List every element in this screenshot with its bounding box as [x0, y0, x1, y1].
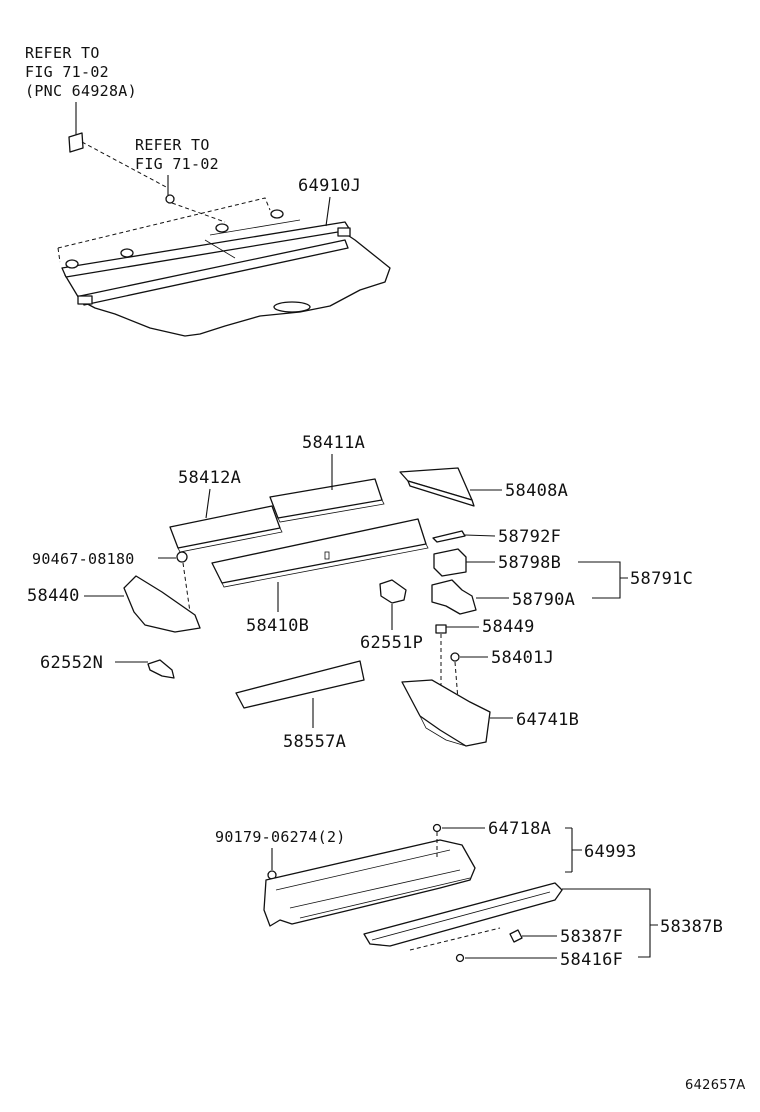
board-58410B-slot — [324, 551, 330, 560]
hook-3 — [215, 223, 229, 233]
tonneau-handle — [273, 301, 311, 313]
diagram-id: 642657A — [685, 1078, 746, 1093]
bracket-64993 — [565, 827, 582, 873]
label-58411A: 58411A — [302, 433, 365, 453]
part-64718A — [432, 823, 442, 833]
part-58440 — [123, 575, 201, 633]
label-58412A: 58412A — [178, 468, 241, 488]
part-58387F — [509, 929, 523, 943]
part-58401J — [450, 652, 460, 662]
reference-1-line3: (PNC 64928A) — [25, 82, 137, 100]
end-cap-left — [77, 295, 93, 305]
part-58387B-dash — [409, 927, 501, 951]
part-58792F — [432, 530, 466, 543]
board-58411A-edge — [277, 499, 385, 523]
mount-dash-outline — [57, 197, 271, 249]
board-58412A — [169, 505, 281, 549]
label-58798B: 58798B — [498, 553, 561, 573]
part-58798B — [433, 548, 467, 577]
clip-shape — [165, 194, 175, 204]
part-64993-ribs — [275, 849, 471, 919]
reference-2-line2: FIG 71-02 — [135, 155, 219, 173]
part-62551P — [379, 579, 407, 604]
part-64741B-edge — [419, 715, 467, 747]
part-58401J-dash — [454, 661, 459, 701]
part-58387B-plate — [363, 882, 563, 947]
board-58412A-edge — [177, 527, 283, 553]
part-64993-panel — [263, 839, 476, 927]
board-58411A — [269, 478, 383, 519]
tonneau-panel-lines — [204, 219, 301, 259]
label-58449: 58449 — [482, 617, 535, 637]
part-58557A — [235, 660, 365, 709]
label-58410B: 58410B — [246, 616, 309, 636]
label-90467-08180: 90467-08180 — [32, 550, 135, 568]
label-58557A: 58557A — [283, 732, 346, 752]
label-58408A: 58408A — [505, 481, 568, 501]
label-58387F: 58387F — [560, 927, 623, 947]
label-62551P: 62551P — [360, 633, 423, 653]
leader-58412A — [205, 488, 211, 519]
label-62552N: 62552N — [40, 653, 103, 673]
leader-58792F — [464, 534, 496, 537]
tonneau-cover-section: REFER TO FIG 71-02 (PNC 64928A) REFER TO… — [25, 44, 391, 337]
clip-90467-dash — [182, 562, 191, 613]
part-58449 — [435, 624, 447, 634]
bracket-dash-line — [81, 141, 169, 189]
hook-1 — [65, 259, 79, 269]
label-58792F: 58792F — [498, 527, 561, 547]
clip-90467 — [176, 551, 188, 563]
end-cap-right — [337, 227, 351, 237]
label-64741B: 64741B — [516, 710, 579, 730]
clip-dash-line — [171, 202, 226, 223]
label-64910J: 64910J — [298, 176, 361, 196]
leader-64910J — [325, 196, 331, 227]
label-58790A: 58790A — [512, 590, 575, 610]
part-58416F — [455, 953, 465, 963]
part-58408A-edge — [407, 480, 475, 507]
bracket-58791C — [578, 561, 628, 599]
deck-board-section: 58411A 58412A 58408A 58792F 90467-08180 … — [27, 433, 693, 752]
reference-1-line2: FIG 71-02 — [25, 63, 109, 81]
label-58440: 58440 — [27, 586, 80, 606]
label-64993: 64993 — [584, 842, 637, 862]
label-58791C: 58791C — [630, 569, 693, 589]
label-64718A: 64718A — [488, 819, 551, 839]
reference-1-line1: REFER TO — [25, 44, 100, 62]
board-58410B-edge — [221, 543, 429, 588]
part-64741B — [401, 679, 491, 747]
reference-2-line1: REFER TO — [135, 136, 210, 154]
hook-4 — [270, 209, 284, 219]
part-62552N — [147, 659, 175, 679]
mount-dash-side — [57, 247, 61, 263]
label-58401J: 58401J — [491, 648, 554, 668]
bracket-58387B — [562, 888, 658, 958]
label-58387B: 58387B — [660, 917, 723, 937]
label-90179-06274: 90179-06274(2) — [215, 828, 346, 846]
sill-plate-section: 90179-06274(2) 64993 64718A 58387B 58387… — [215, 819, 723, 970]
bracket-clip-shape — [68, 132, 84, 153]
part-58387B-texture — [371, 891, 551, 941]
label-58416F: 58416F — [560, 950, 623, 970]
part-58790A — [431, 579, 477, 615]
hook-2 — [120, 248, 134, 258]
